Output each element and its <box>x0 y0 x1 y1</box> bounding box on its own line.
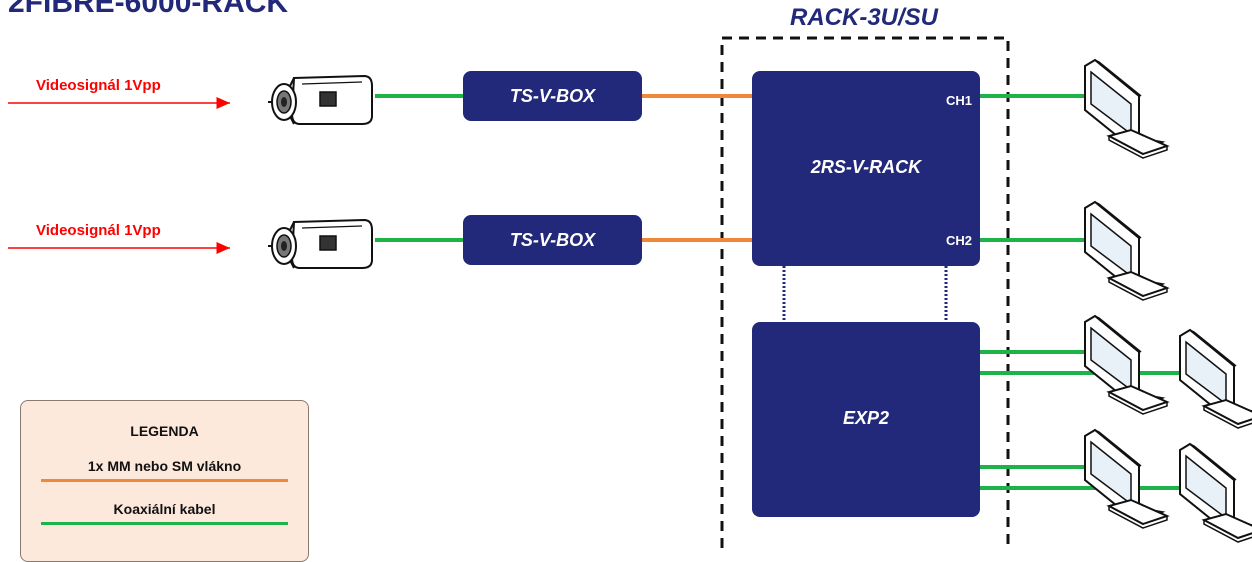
monitor-icon <box>1084 59 1168 159</box>
legend-swatch-coax <box>41 522 288 525</box>
converter-label: TS-V-BOX <box>509 230 596 250</box>
legend: LEGENDA 1x MM nebo SM vlákno Koaxiální k… <box>20 400 309 562</box>
expander-module: EXP2 <box>752 322 980 517</box>
input-signal-label: Videosignál 1Vpp <box>36 77 161 94</box>
diagram-canvas <box>8 36 1252 548</box>
legend-title: LEGENDA <box>130 423 199 439</box>
rack-label: RACK-3U/SU <box>790 4 939 31</box>
legend-item-label: Koaxiální kabel <box>113 501 216 517</box>
camera-icon <box>267 75 373 125</box>
monitor-icon <box>1084 429 1168 529</box>
legend-item-label: 1x MM nebo SM vlákno <box>87 458 242 474</box>
monitor-icon <box>1084 315 1168 415</box>
rack-module: CH1 2RS-V-RACK CH2 <box>752 71 980 266</box>
camera-icon <box>267 219 373 269</box>
monitor-icon <box>1084 201 1168 301</box>
channel-label: CH2 <box>946 233 973 248</box>
monitor-icon <box>1179 329 1252 429</box>
diagram-title: 2FIBRE-6000-RACK <box>8 0 289 19</box>
rack-outline <box>720 36 1010 548</box>
converter-box: TS-V-BOX <box>463 71 642 121</box>
rack-module-label: 2RS-V-RACK <box>810 157 922 177</box>
converter-label: TS-V-BOX <box>509 86 596 106</box>
input-signal-label: Videosignál 1Vpp <box>36 222 161 239</box>
channel-label: CH1 <box>946 93 973 108</box>
converter-box: TS-V-BOX <box>463 215 642 265</box>
legend-swatch-fiber <box>41 479 288 482</box>
expander-label: EXP2 <box>842 408 890 428</box>
monitor-icon <box>1179 443 1252 543</box>
